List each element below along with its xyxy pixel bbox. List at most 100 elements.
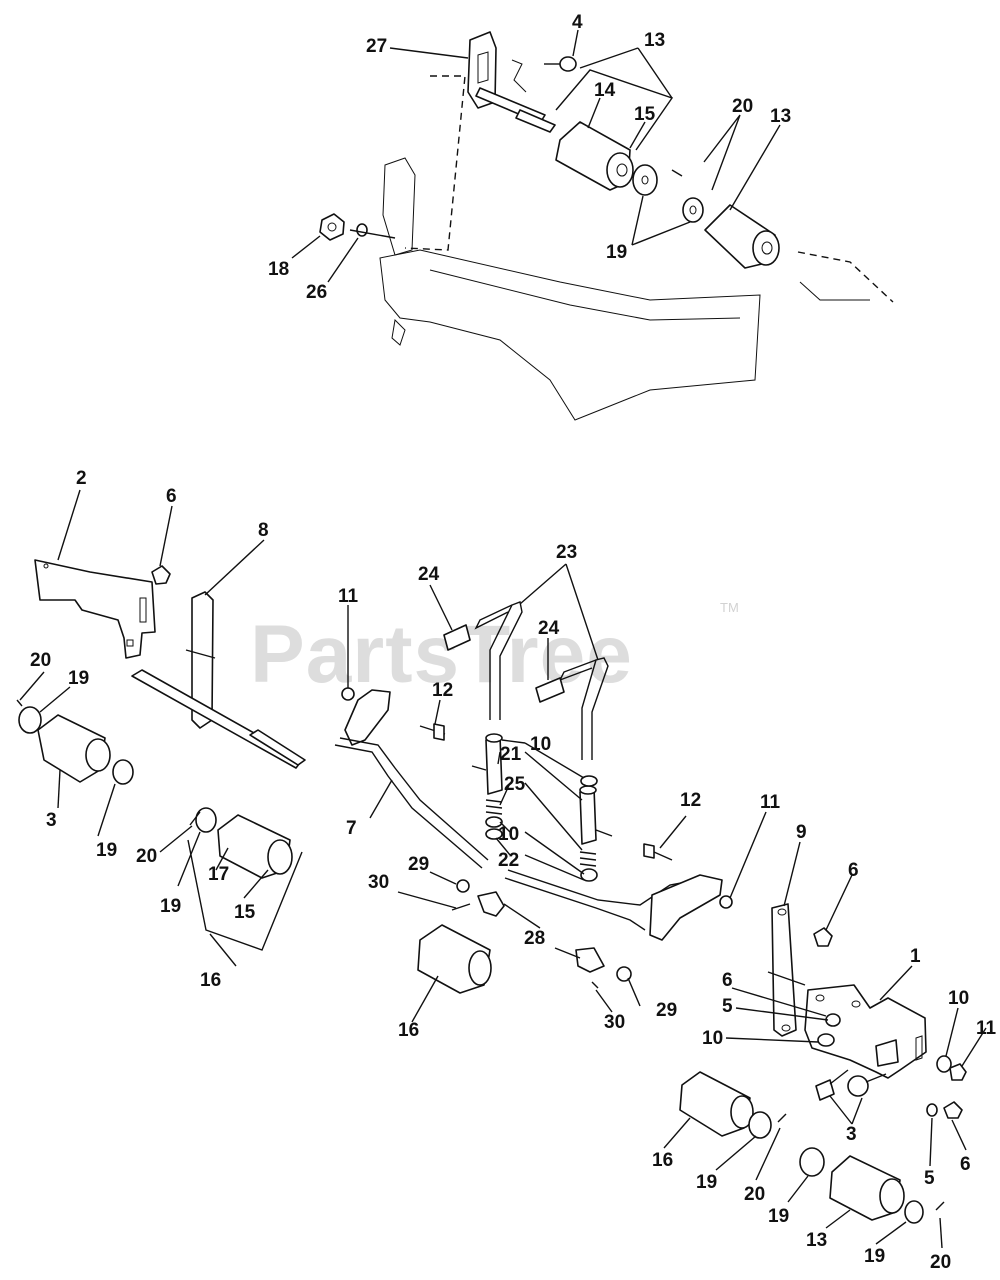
- rod-7-bracket: [344, 689, 391, 746]
- callout-label: 14: [594, 80, 616, 101]
- bracket-16-left: [187, 839, 303, 951]
- bolt-3-a-head: [815, 1079, 835, 1101]
- nut-18: [319, 213, 345, 241]
- pin-shaft-tail: [515, 109, 556, 133]
- frame-dashed-line-2: [797, 251, 894, 303]
- callout-label: 2: [76, 468, 87, 489]
- clip-20: [671, 169, 683, 177]
- roller-16-center-end: [468, 950, 492, 986]
- washer-19-right-c: [904, 1200, 924, 1224]
- callout-label: 18: [268, 259, 289, 280]
- washer-19-mid: [195, 807, 217, 833]
- roller-3-end: [85, 738, 111, 772]
- callout-label: 10: [948, 988, 969, 1009]
- washer-19-left: [18, 706, 42, 734]
- callout-label: 4: [572, 12, 583, 33]
- roller-17-end: [267, 839, 293, 875]
- bracket-2-slot: [139, 597, 147, 623]
- callout-label: 22: [498, 850, 519, 871]
- callout-label: 27: [366, 36, 387, 57]
- callout-label: 19: [68, 668, 89, 689]
- callout-label: 8: [258, 520, 269, 541]
- callout-label: 6: [960, 1154, 971, 1175]
- bolt-3-b: [865, 1073, 887, 1083]
- nut-6-right-top: [813, 927, 833, 947]
- bracket-13-left: [555, 69, 674, 151]
- washer-5-a: [825, 1013, 841, 1027]
- rod-lower-b: [504, 877, 646, 931]
- callout-label: 19: [160, 896, 181, 917]
- frame-dashed-line-1: [404, 75, 466, 251]
- callout-label: 12: [432, 680, 453, 701]
- deck-frame-arm: [382, 157, 416, 256]
- nut-6-left: [151, 565, 171, 585]
- spacer-21-b: [579, 787, 597, 845]
- center-linkage: [417, 601, 733, 994]
- bracket-2-dot: [43, 563, 49, 569]
- callout-label: 6: [848, 860, 859, 881]
- spring-25-b: [579, 851, 597, 867]
- washer-10-d: [936, 1055, 952, 1073]
- fitting-28-a: [477, 891, 505, 917]
- deck-frame-edge: [429, 269, 741, 321]
- callout-label: 20: [30, 650, 51, 671]
- washer-10-a: [485, 816, 503, 828]
- callout-label: 16: [398, 1020, 419, 1041]
- stud-26: [349, 229, 396, 239]
- watermark-text: PartsTree: [250, 609, 633, 700]
- washer-19-b-hole: [689, 205, 697, 215]
- arm-9-bolt: [767, 971, 806, 986]
- bolt-12-head: [433, 723, 445, 741]
- callout-label: 10: [498, 824, 519, 845]
- washer-19-left-b: [112, 759, 134, 785]
- spacer-21-a-top: [485, 733, 503, 743]
- cotter-30-a: [451, 903, 471, 911]
- roller-13-right-bore: [761, 241, 773, 255]
- rod-7b: [334, 744, 483, 869]
- bracket-1-hole-b: [851, 1000, 861, 1008]
- washer-19-right-a: [748, 1111, 772, 1139]
- callout-label: 3: [46, 810, 57, 831]
- top-assembly: [319, 31, 894, 421]
- zigzag-line: [511, 59, 527, 93]
- callout-label: 26: [306, 282, 327, 303]
- bolt-3-a: [829, 1069, 849, 1085]
- callout-label: 24: [538, 618, 560, 639]
- shaft-8-end: [249, 729, 306, 766]
- washer-22-a: [485, 828, 503, 840]
- roller-13-bottom-end: [879, 1178, 905, 1214]
- callout-label: 11: [976, 1018, 997, 1039]
- callout-label: 20: [732, 96, 753, 117]
- pin-21: [471, 765, 487, 771]
- bracket-1-slot: [915, 1035, 923, 1061]
- washer-29-b: [616, 966, 632, 982]
- lower-right-assembly: [679, 903, 967, 1224]
- bracket-1-hole-a: [815, 994, 825, 1002]
- bolt-3-b-head: [847, 1075, 869, 1097]
- callout-label: 21: [500, 744, 522, 765]
- nut-11-left: [341, 687, 355, 701]
- callout-label: 11: [760, 792, 781, 813]
- washer-19-right-b: [799, 1147, 825, 1177]
- bracket-27-slot: [477, 51, 489, 84]
- callout-label: 23: [556, 542, 577, 563]
- callout-label: 20: [136, 846, 157, 867]
- callout-label: 11: [338, 586, 359, 607]
- callout-label: 6: [722, 970, 733, 991]
- bolt-8: [185, 649, 216, 659]
- callout-label: 19: [606, 242, 627, 263]
- pin-21-b: [595, 829, 613, 837]
- lower-left-assembly: [16, 559, 489, 951]
- nut-6-right: [943, 1101, 963, 1119]
- clip-20-right-b: [935, 1201, 945, 1211]
- roller-14-bore: [616, 163, 628, 177]
- callout-label: 6: [166, 486, 177, 507]
- bracket-2-hole: [126, 639, 134, 647]
- callout-label: 17: [208, 864, 229, 885]
- rod-23-b-top: [558, 659, 597, 682]
- nut-11-right: [949, 1063, 967, 1081]
- bolt-4-head: [559, 56, 577, 72]
- arm-9: [771, 903, 797, 1037]
- callout-label: 13: [644, 30, 665, 51]
